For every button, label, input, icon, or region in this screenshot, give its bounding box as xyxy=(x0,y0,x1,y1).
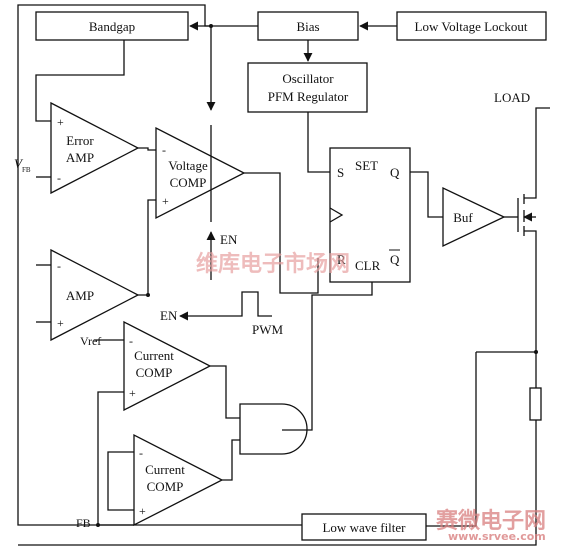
error-amp-minus: - xyxy=(57,171,61,185)
ff-set-label: SET xyxy=(355,158,378,173)
oscillator-label-line2: PFM Regulator xyxy=(268,89,349,104)
and-gate xyxy=(239,403,308,455)
error-amp-label-line2: AMP xyxy=(66,150,94,165)
amp-triangle xyxy=(50,248,140,342)
voltage-comp-triangle xyxy=(155,126,246,220)
error-amp-label-line1: Error xyxy=(66,133,94,148)
watermark-bottom: 赛微电子网 xyxy=(436,509,547,534)
low-wave-filter-block xyxy=(301,513,427,541)
ff-q-label: Q xyxy=(390,165,400,180)
voltage-comp-label-line2: COMP xyxy=(170,175,207,190)
ff-qbar-label: Q xyxy=(390,252,400,267)
current-comp-lower-triangle xyxy=(133,433,224,527)
current-comp-lower-label-line2: COMP xyxy=(147,479,184,494)
amp-minus: - xyxy=(57,259,61,273)
bias-label: Bias xyxy=(296,19,319,34)
bandgap-block xyxy=(35,11,189,41)
clock-edge-marker xyxy=(329,207,344,223)
oscillator-label-line1: Oscillator xyxy=(282,71,334,86)
current-comp-upper-plus: + xyxy=(129,386,136,400)
voltage-comp-minus: - xyxy=(162,143,166,157)
pwm-label: PWM xyxy=(252,322,284,337)
en-label-upper: EN xyxy=(220,232,238,247)
current-comp-lower-plus: + xyxy=(139,504,146,518)
watermark-url: www.srvee.com xyxy=(448,530,546,543)
watermark-center: 维库电子市场网 xyxy=(196,252,351,277)
current-comp-upper-label-line2: COMP xyxy=(136,365,173,380)
ff-r-label: R xyxy=(337,252,346,267)
error-amp-triangle xyxy=(50,101,140,195)
current-comp-upper-triangle xyxy=(123,320,212,412)
error-amp-plus: + xyxy=(57,115,64,129)
resistor xyxy=(529,387,542,421)
buf-triangle xyxy=(442,186,506,248)
vfb-label: VFB xyxy=(14,156,31,174)
amp-label: AMP xyxy=(66,288,94,303)
amp-plus: + xyxy=(57,316,64,330)
current-comp-lower-minus: - xyxy=(139,446,143,460)
voltage-comp-label-line1: Voltage xyxy=(168,158,208,173)
current-comp-upper-minus: - xyxy=(129,334,133,348)
vref-label: Vref xyxy=(80,334,101,348)
load-label: LOAD xyxy=(494,90,530,105)
fb-label: FB xyxy=(76,516,91,530)
junction-dots xyxy=(96,24,538,527)
ff-s-label: S xyxy=(337,165,344,180)
current-comp-lower-label-line1: Current xyxy=(145,462,185,477)
lvl-label: Low Voltage Lockout xyxy=(415,19,528,34)
low-wave-filter-label: Low wave filter xyxy=(322,520,406,535)
flip-flop-block xyxy=(329,147,411,283)
en-label-lower: EN xyxy=(160,308,178,323)
buf-label: Buf xyxy=(453,210,473,225)
bandgap-label: Bandgap xyxy=(89,19,135,34)
ff-clr-label: CLR xyxy=(355,258,381,273)
voltage-comp-plus: + xyxy=(162,194,169,208)
current-comp-upper-label-line1: Current xyxy=(134,348,174,363)
